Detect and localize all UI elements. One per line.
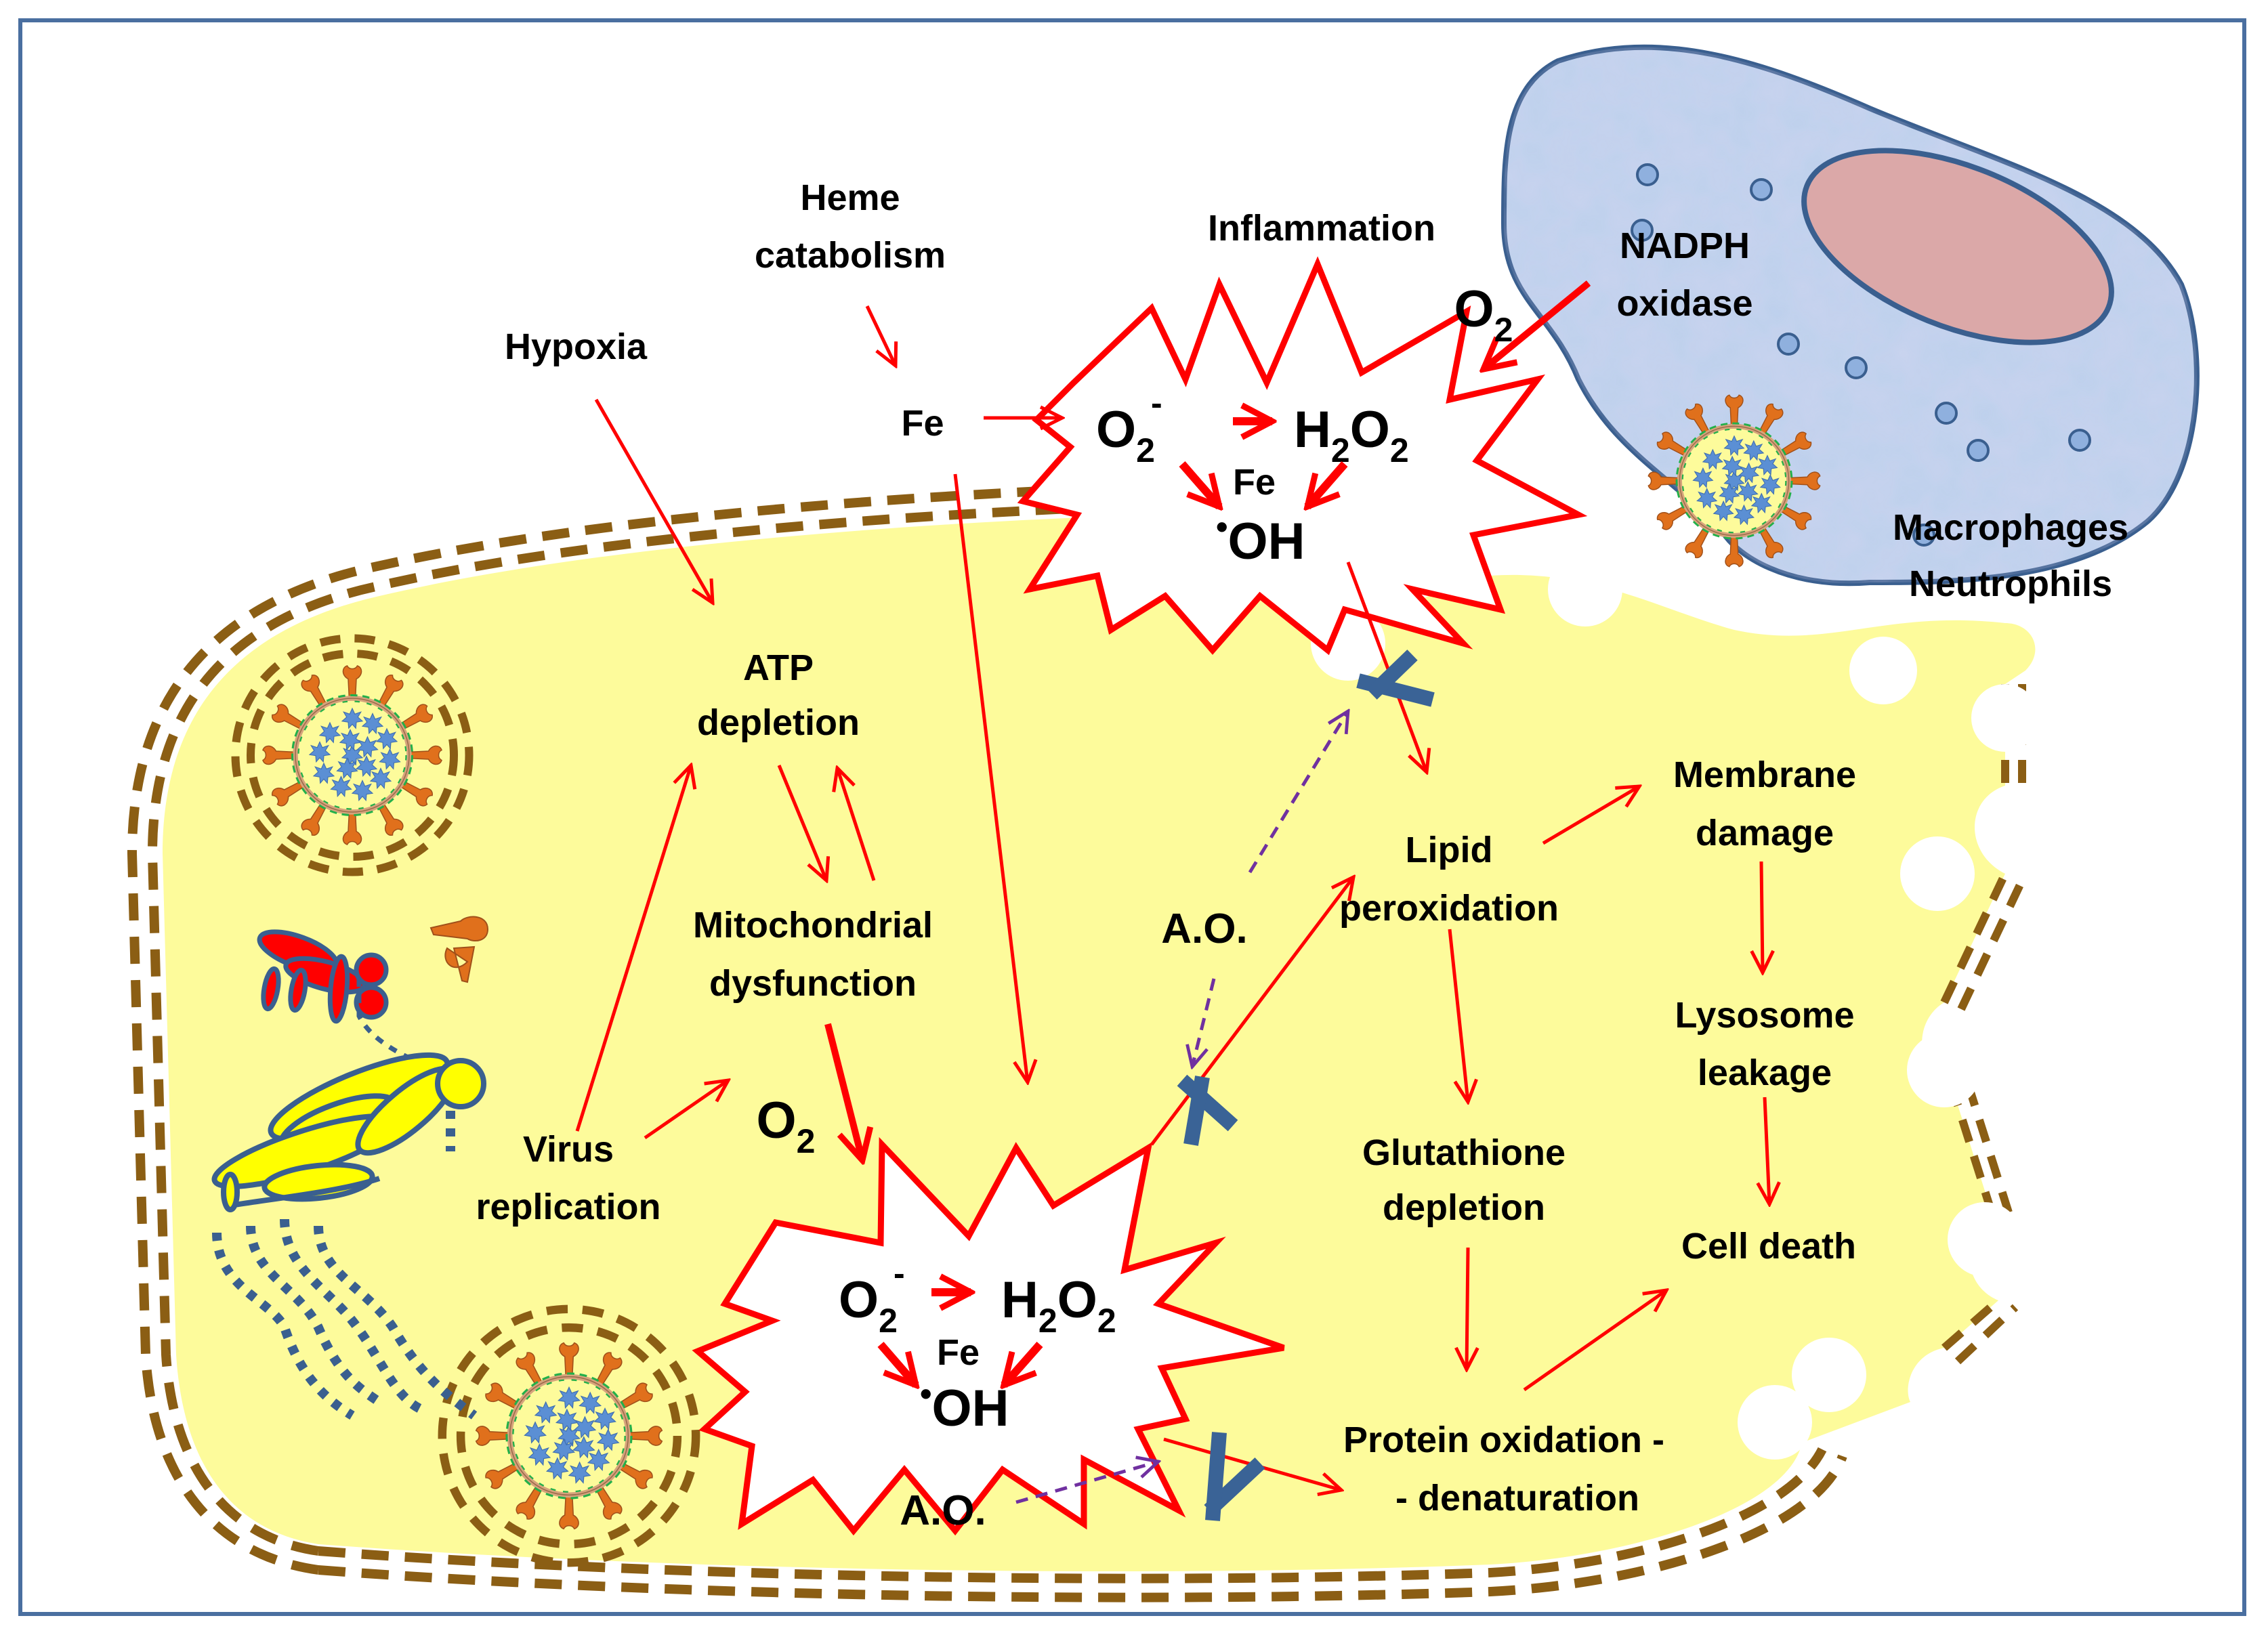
- arrow-virus-to-atp: [575, 765, 691, 1132]
- inhibition-marks: [1177, 650, 1435, 1521]
- label-antioxidant-lower: A.O.: [900, 1487, 986, 1534]
- superoxide-bottom: O2-: [839, 1254, 905, 1340]
- arrow-lipid-to-glutathione: [1448, 929, 1468, 1102]
- granules: [1631, 163, 2091, 547]
- label-neutrophils: Neutrophils: [1909, 564, 2112, 604]
- label-hypoxia: Hypoxia: [505, 326, 648, 367]
- label-mito-line1: Mitochondrial: [693, 905, 933, 945]
- arrow-ao-to-block-lower: [1015, 1462, 1158, 1504]
- label-heme-line2: catabolism: [755, 235, 946, 276]
- label-atp-line2: depletion: [697, 702, 860, 743]
- block-x-lower-icon: [1204, 1432, 1265, 1521]
- macrophage-nucleus: [1801, 148, 2114, 345]
- hydroxyl-radical-bottom: •OH: [920, 1375, 1009, 1437]
- arrow-lipid-to-membrane: [1542, 786, 1639, 845]
- label-heme-line1: Heme: [800, 177, 900, 218]
- ros-burst-inflammation: O2- H2O2 Fe •OH: [1017, 256, 1588, 656]
- label-membrane-line1: Membrane: [1673, 754, 1856, 795]
- arrow-ao-to-block-upper: [1248, 711, 1348, 874]
- superoxide-top: O2-: [1096, 384, 1162, 469]
- label-lysosome-line2: leakage: [1698, 1053, 1832, 1093]
- arrow-virus-to-mito: [644, 1080, 728, 1140]
- arrow-hypoxia-to-atp: [594, 398, 713, 603]
- label-macrophages: Macrophages: [1893, 507, 2128, 548]
- label-o2-mitochondria: O2: [757, 1092, 816, 1160]
- arrow-lysosome-to-death: [1765, 1097, 1769, 1204]
- thick-arrows: [824, 280, 1591, 1160]
- arrow-ao-to-block-middle: [1192, 978, 1216, 1067]
- ros-burst-mitochondria: O2- H2O2 Fe •OH: [692, 1136, 1285, 1536]
- arrow-ros-top-to-lipid: [1346, 561, 1427, 772]
- label-mito-line2: dysfunction: [709, 963, 917, 1004]
- antioxidant-arrows: [1015, 711, 1348, 1504]
- arrow-fe-to-ros-bottom: [953, 473, 1028, 1082]
- virus-particle-upper-left: [231, 634, 474, 876]
- label-cell-death: Cell death: [1681, 1226, 1856, 1267]
- label-protein-line2: - denaturation: [1395, 1478, 1639, 1518]
- fe-catalyst-top: Fe: [1233, 462, 1276, 503]
- arrow-heme-to-fe: [865, 305, 896, 366]
- block-x-upper-icon: [1356, 650, 1435, 707]
- label-fe-source: Fe: [901, 403, 944, 444]
- arrow-membrane-to-lysosome: [1761, 861, 1763, 973]
- label-antioxidant-upper: A.O.: [1161, 906, 1247, 952]
- label-lysosome-line1: Lysosome: [1675, 995, 1854, 1036]
- arrow-protein-to-death: [1523, 1290, 1666, 1392]
- label-atp-line1: ATP: [743, 647, 814, 688]
- hydrogen-peroxide-top: H2O2: [1294, 401, 1409, 469]
- label-membrane-line2: damage: [1696, 813, 1834, 853]
- label-protein-line1: Protein oxidation -: [1343, 1420, 1664, 1460]
- arrow-nadph-to-ros: [1484, 280, 1591, 369]
- replication-complex-icon: [211, 1052, 486, 1212]
- arrow-mito-to-atp: [837, 768, 876, 881]
- arrow-mito-to-ros: [824, 1023, 862, 1160]
- block-x-middle-icon: [1177, 1074, 1238, 1146]
- label-inflammation: Inflammation: [1208, 208, 1435, 249]
- label-nadph-line1: NADPH: [1620, 226, 1750, 266]
- label-o2-inflammation: O2: [1454, 280, 1513, 349]
- label-lipid-line2: peroxidation: [1339, 888, 1559, 929]
- label-nadph-line2: oxidase: [1616, 283, 1752, 324]
- spike-protein-fragments-icon: [429, 916, 489, 983]
- label-virus-line2: replication: [476, 1187, 660, 1227]
- arrow-ros-to-lipid: [1150, 877, 1353, 1146]
- hydrogen-peroxide-bottom: H2O2: [1001, 1271, 1116, 1340]
- diagram-labels: Hypoxia Heme catabolism Fe Inflammation …: [476, 177, 2128, 1534]
- label-glutathione-line2: depletion: [1383, 1187, 1545, 1228]
- arrow-glutathione-to-protein: [1467, 1247, 1468, 1369]
- label-virus-line1: Virus: [523, 1129, 614, 1170]
- rna-strands-icon: [212, 1111, 478, 1420]
- label-lipid-line1: Lipid: [1406, 830, 1493, 870]
- hydroxyl-radical-top: •OH: [1216, 508, 1305, 570]
- label-glutathione-line1: Glutathione: [1362, 1132, 1566, 1173]
- arrow-atp-to-mito: [777, 765, 826, 880]
- fe-catalyst-bottom: Fe: [937, 1332, 980, 1373]
- pathway-arrows: [575, 305, 1769, 1490]
